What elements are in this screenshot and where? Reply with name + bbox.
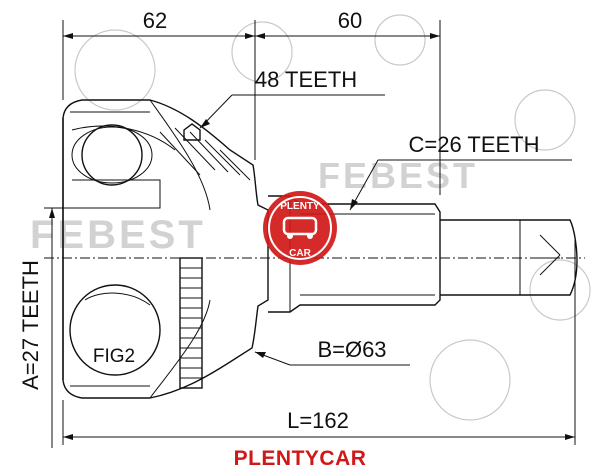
plentycar-badge: PLENTY CAR [263,191,337,265]
leader-48-teeth: 48 TEETH [199,67,385,129]
dim-62-label: 62 [143,8,167,33]
watermark-brand-left: FEBEST [30,213,206,257]
section-hatch [159,127,251,181]
fig2-label: FIG2 [93,346,135,367]
dimension-bottom: L=162 [62,240,576,445]
watermark-ring [374,14,426,66]
badge-bottom-text: CAR [289,248,311,259]
diameter-b-label: B=Ø63 [317,337,386,362]
watermark-ring [231,21,293,83]
abs-ring [179,257,203,389]
watermark-brand-right: FEBEST [318,155,478,196]
ball-circle-top [81,124,143,186]
car-icon [282,216,318,236]
dimension-top: 62 60 [62,8,441,195]
leader-c-teeth: C=26 TEETH [349,132,572,211]
teeth-a-label: A=27 TEETH [18,260,43,390]
teeth-c-label: C=26 TEETH [408,132,539,157]
watermark-ring [74,29,156,111]
tooth-marker [183,123,201,141]
dim-60-label: 60 [338,8,362,33]
footer-brand: PLENTYCAR [233,447,367,470]
teeth-48-label: 48 TEETH [255,67,357,92]
fig2-detail: FIG2 [69,284,161,376]
cv-housing [62,99,269,399]
leader-b-diameter: B=Ø63 [254,337,410,366]
dimension-left: A=27 TEETH [18,207,160,448]
badge-top-text: PLENTY [280,201,320,212]
watermark-ring [514,89,576,151]
watermark-ring [429,339,511,421]
watermark-layer: FEBEST FEBEST [30,14,591,421]
dim-length-label: L=162 [287,408,349,433]
watermark-ring [529,259,591,321]
